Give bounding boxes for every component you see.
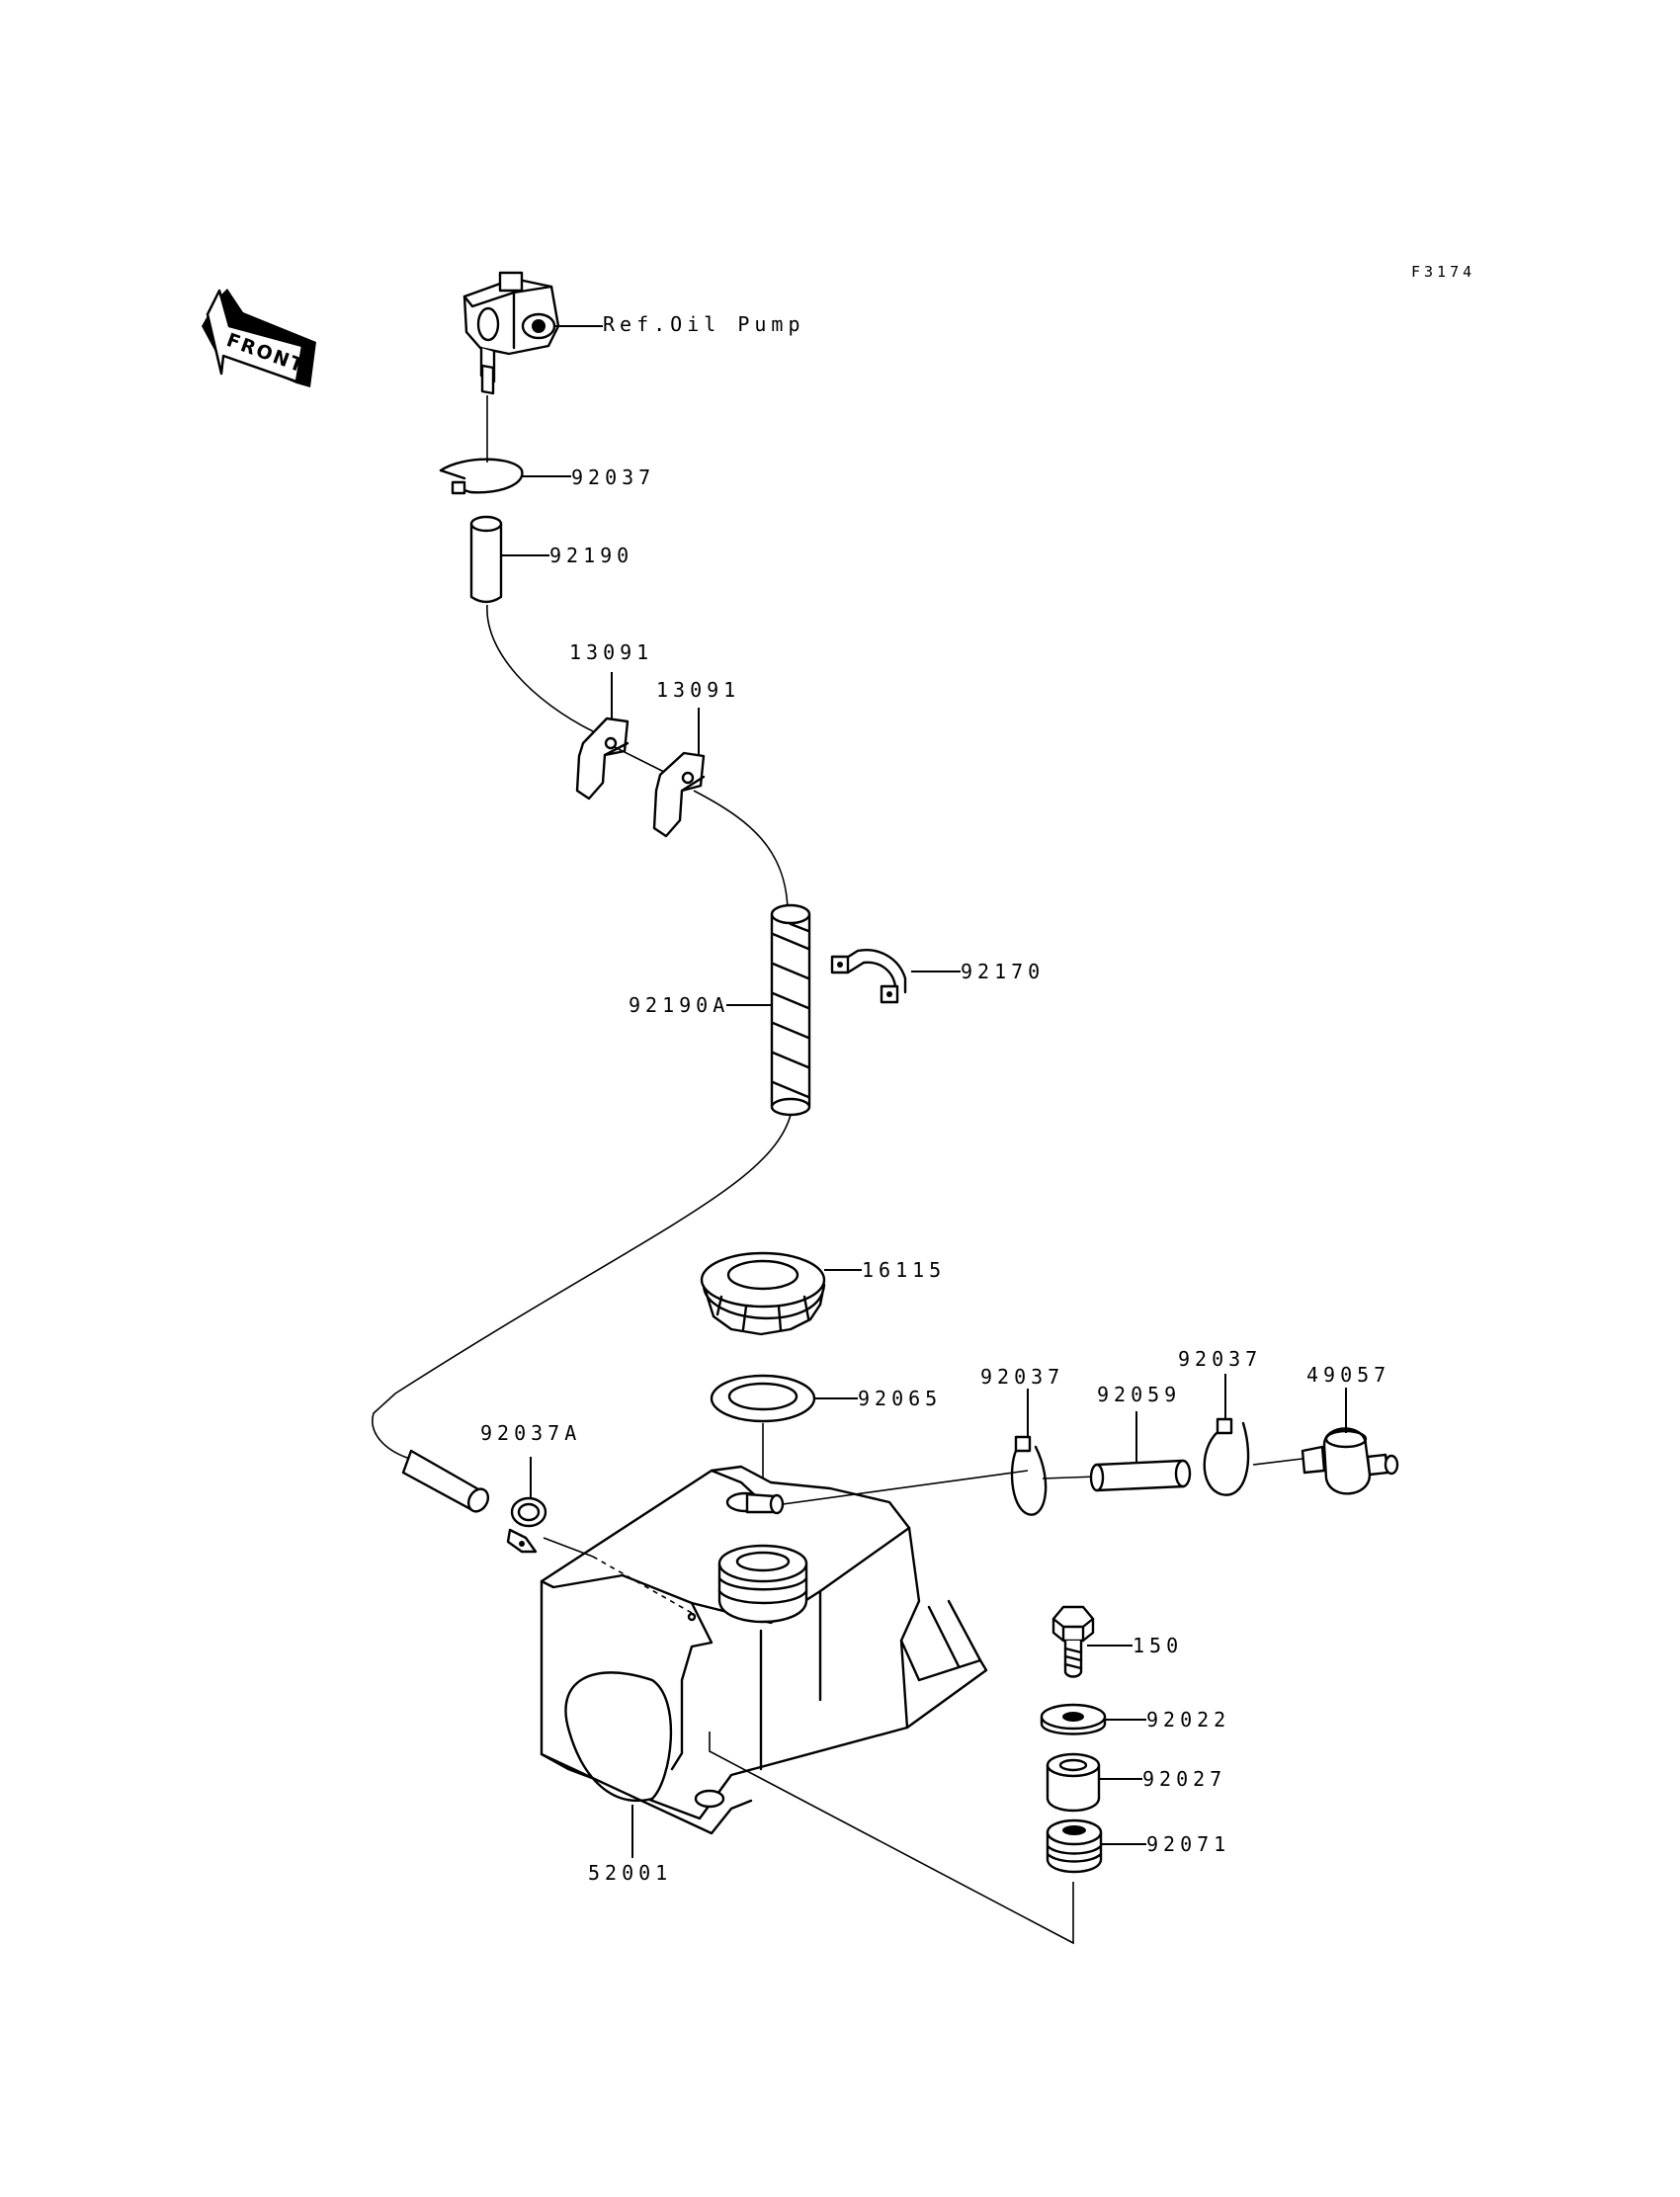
clamp-92037-top-icon bbox=[439, 458, 524, 495]
label-92071: 92071 bbox=[1146, 1832, 1230, 1856]
plate-13091-left-icon bbox=[575, 717, 630, 801]
label-92037a: 92037A bbox=[480, 1421, 581, 1445]
oil-pump-ref-icon bbox=[462, 271, 560, 395]
label-49057: 49057 bbox=[1306, 1363, 1390, 1387]
label-92190a: 92190A bbox=[629, 993, 729, 1017]
label-92059: 92059 bbox=[1097, 1383, 1181, 1406]
label-92027: 92027 bbox=[1142, 1767, 1226, 1791]
hose-92190-icon bbox=[469, 515, 503, 604]
clamp-92037a-icon bbox=[506, 1496, 547, 1554]
clamp-bracket-92170-icon bbox=[830, 949, 907, 1004]
filler-neck-icon bbox=[717, 1544, 808, 1624]
oil-tank-52001-icon bbox=[540, 1465, 988, 1835]
plate-13091-right-icon bbox=[652, 751, 706, 838]
label-13091-right: 13091 bbox=[656, 678, 740, 702]
label-92037-mid-left: 92037 bbox=[980, 1365, 1064, 1389]
vent-nipple-icon bbox=[725, 1491, 785, 1515]
hose-tank-inlet-icon bbox=[401, 1449, 490, 1513]
washer-92022-icon bbox=[1040, 1703, 1107, 1735]
hose-92190a-icon bbox=[770, 903, 811, 1117]
label-13091-left: 13091 bbox=[569, 640, 653, 664]
fitting-49057-icon bbox=[1301, 1427, 1399, 1495]
damper-92071-icon bbox=[1046, 1818, 1103, 1874]
gasket-92065-icon bbox=[710, 1374, 816, 1423]
label-16115: 16115 bbox=[862, 1258, 946, 1282]
figure-code: F3174 bbox=[1411, 263, 1475, 281]
label-ref-oil-pump: Ref.Oil Pump bbox=[603, 312, 805, 336]
label-92065: 92065 bbox=[858, 1387, 942, 1410]
collar-92027-icon bbox=[1046, 1752, 1101, 1813]
label-92037-top: 92037 bbox=[571, 465, 655, 489]
label-150: 150 bbox=[1133, 1634, 1183, 1657]
label-92022: 92022 bbox=[1146, 1708, 1230, 1732]
label-92170: 92170 bbox=[961, 960, 1045, 983]
bolt-150-icon bbox=[1051, 1605, 1095, 1678]
clamp-92037-mid-left-icon bbox=[1010, 1435, 1048, 1516]
cap-16115-icon bbox=[700, 1251, 826, 1336]
label-92037-mid-right: 92037 bbox=[1178, 1347, 1262, 1371]
clamp-92037-mid-right-icon bbox=[1203, 1417, 1250, 1496]
front-arrow-icon: FRONT bbox=[202, 289, 316, 387]
hose-92059-icon bbox=[1089, 1459, 1192, 1492]
label-52001: 52001 bbox=[588, 1861, 672, 1885]
label-92190: 92190 bbox=[549, 544, 633, 567]
